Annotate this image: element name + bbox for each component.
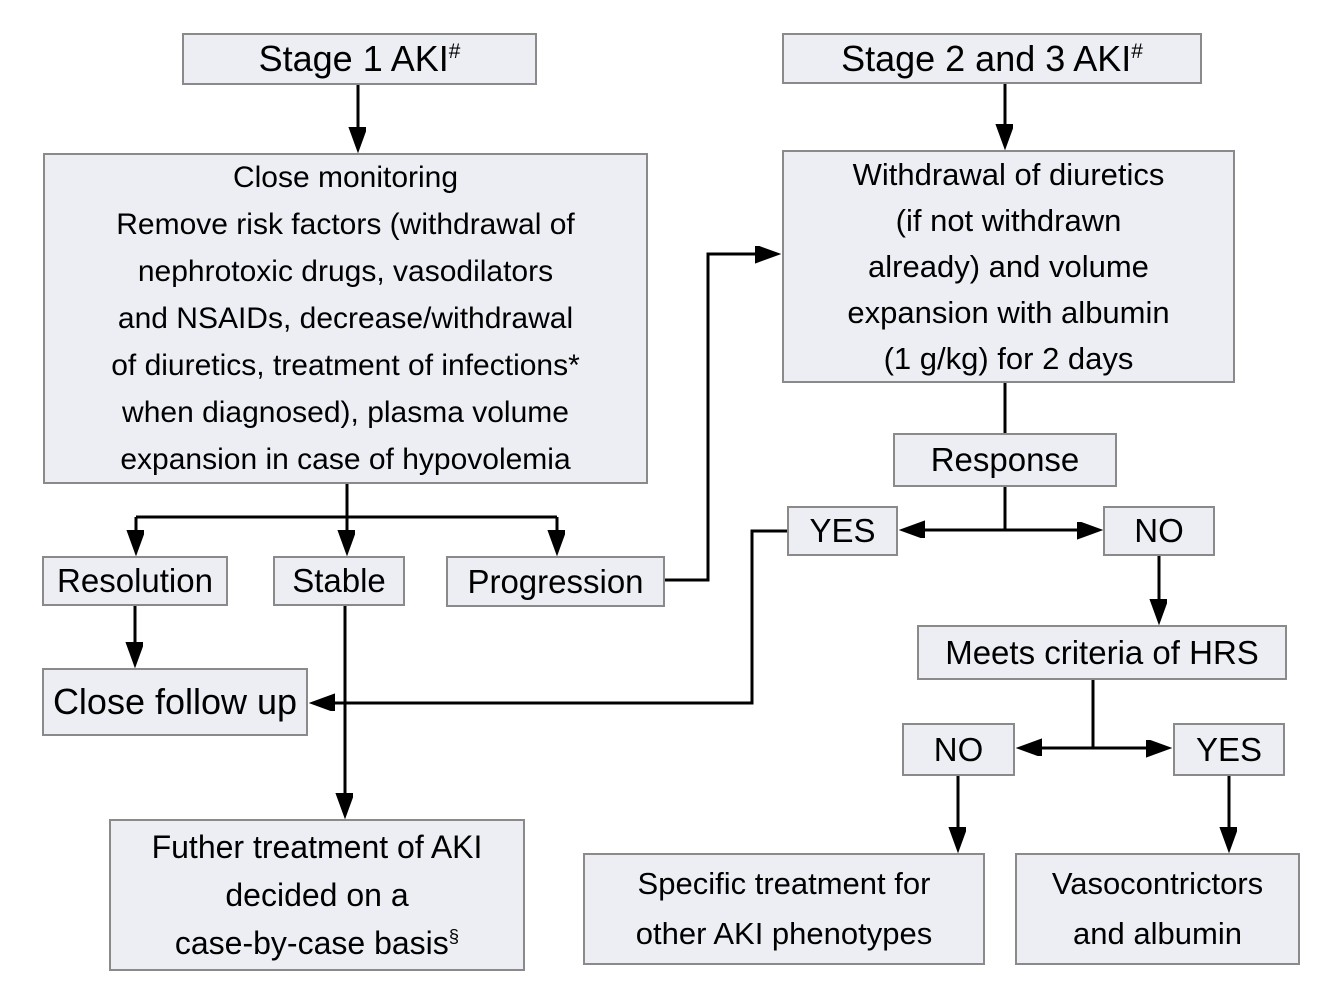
node-stage-2-3-aki-label: Stage 2 and 3 AKI bbox=[841, 37, 1132, 79]
node-response-no: NO bbox=[1103, 506, 1215, 556]
node-resolution-label: Resolution bbox=[57, 562, 213, 600]
node-hrs-no-label: NO bbox=[933, 730, 984, 768]
stage-1-superscript: # bbox=[448, 40, 461, 64]
node-response-label: Response bbox=[930, 441, 1080, 479]
node-hrs-yes: YES bbox=[1173, 723, 1285, 776]
node-withdrawal-diuretics: Withdrawal of diuretics (if not withdraw… bbox=[782, 150, 1235, 383]
node-resolution: Resolution bbox=[42, 556, 228, 606]
node-vasoconstrictors-albumin-label: Vasocontrictors and albumin bbox=[1051, 866, 1264, 951]
node-stable-label: Stable bbox=[292, 562, 386, 600]
node-close-follow-up: Close follow up bbox=[42, 668, 308, 736]
node-hrs-no: NO bbox=[902, 723, 1015, 776]
node-response-yes-label: YES bbox=[809, 512, 876, 550]
arrow-yes-to-closefollow bbox=[313, 529, 787, 703]
node-stage-1-aki: Stage 1 AKI# bbox=[182, 33, 537, 85]
node-response: Response bbox=[893, 433, 1117, 487]
node-response-yes: YES bbox=[787, 506, 898, 556]
arrow-progression-to-withdrawal bbox=[665, 254, 777, 582]
node-meets-criteria-hrs-label: Meets criteria of HRS bbox=[945, 633, 1259, 671]
node-progression: Progression bbox=[446, 556, 665, 607]
further-treatment-superscript: § bbox=[448, 925, 460, 947]
node-close-follow-up-label: Close follow up bbox=[52, 681, 298, 723]
node-further-treatment-label: Futher treatment of AKI decided on a cas… bbox=[151, 829, 483, 961]
stage-2-3-superscript: # bbox=[1131, 39, 1143, 63]
node-stable: Stable bbox=[273, 556, 405, 606]
node-response-no-label: NO bbox=[1134, 512, 1184, 550]
node-further-treatment: Futher treatment of AKI decided on a cas… bbox=[109, 819, 525, 971]
node-stage-1-aki-label: Stage 1 AKI bbox=[258, 38, 449, 80]
node-close-monitoring: Close monitoring Remove risk factors (wi… bbox=[43, 153, 648, 484]
node-stage-2-3-aki: Stage 2 and 3 AKI# bbox=[782, 33, 1202, 84]
node-progression-label: Progression bbox=[467, 562, 644, 600]
node-withdrawal-diuretics-label: Withdrawal of diuretics (if not withdraw… bbox=[847, 156, 1170, 376]
node-specific-treatment-label: Specific treatment for other AKI phenoty… bbox=[635, 866, 933, 951]
node-hrs-yes-label: YES bbox=[1195, 730, 1263, 768]
node-close-monitoring-label: Close monitoring Remove risk factors (wi… bbox=[111, 161, 580, 476]
node-specific-treatment: Specific treatment for other AKI phenoty… bbox=[583, 853, 985, 965]
node-vasoconstrictors-albumin: Vasocontrictors and albumin bbox=[1015, 853, 1300, 965]
node-meets-criteria-hrs: Meets criteria of HRS bbox=[917, 625, 1287, 680]
